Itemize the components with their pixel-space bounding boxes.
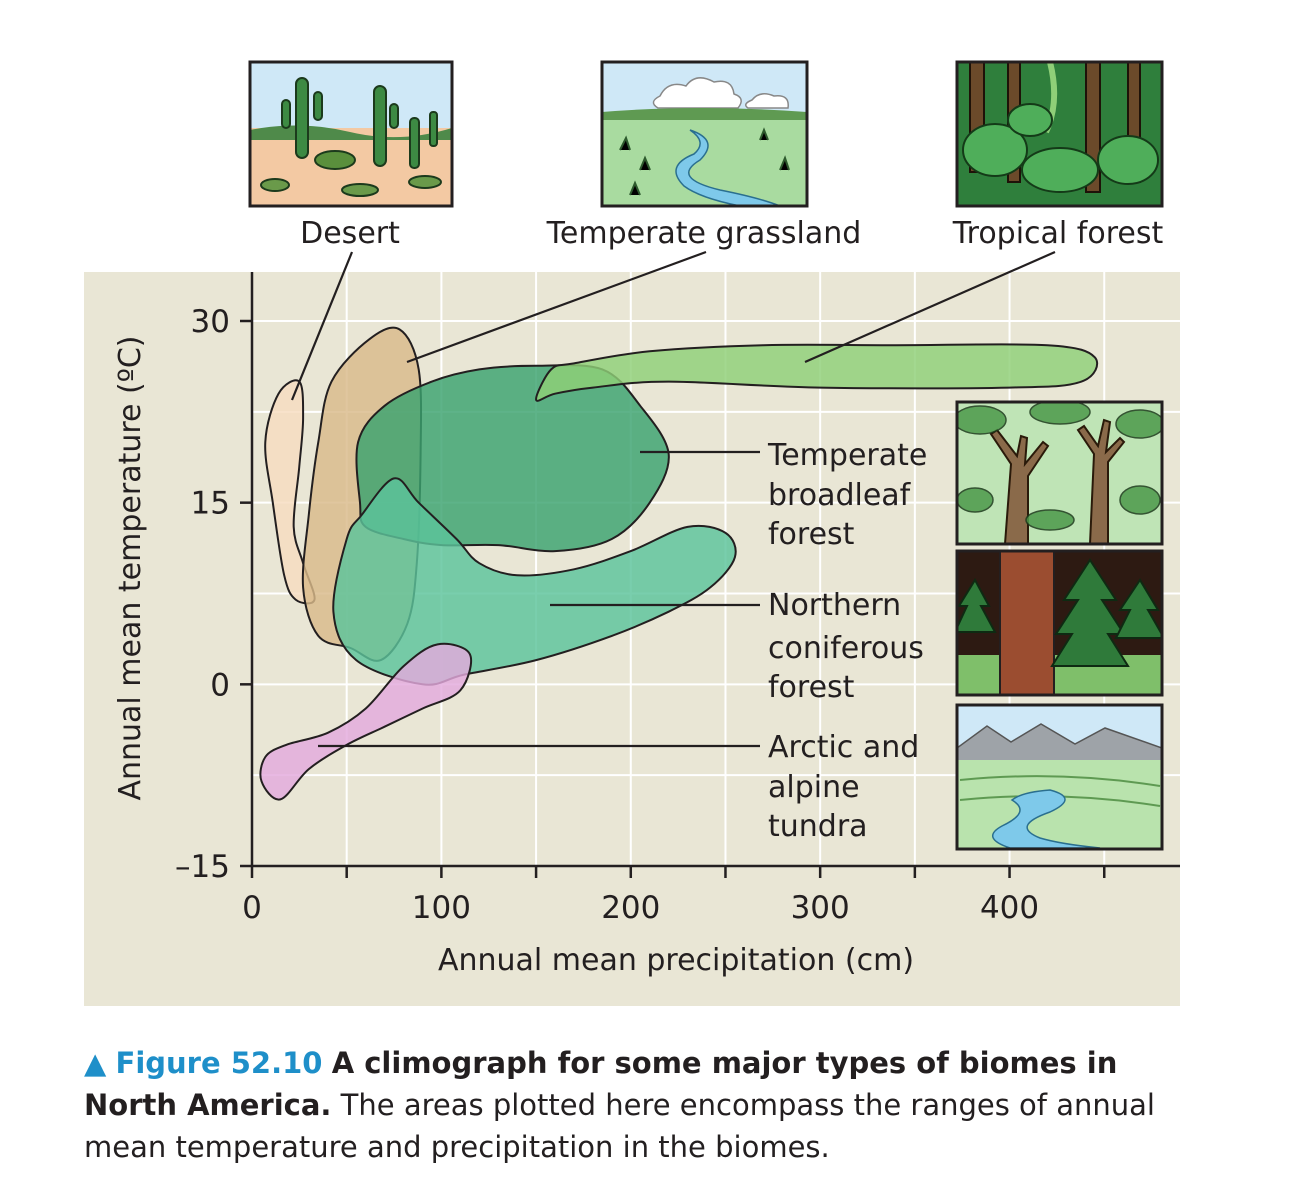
tundra-illustration <box>955 703 1164 851</box>
y-tick-label: 0 <box>210 667 230 703</box>
caption-marker: ▲ <box>84 1046 107 1080</box>
tick-labels: 0 100 200 300 400 –15 0 15 30 <box>175 304 1039 926</box>
grassland-illustration <box>600 60 809 208</box>
x-tick-label: 200 <box>601 890 660 926</box>
svg-text:forest: forest <box>768 670 855 705</box>
svg-text:broadleaf: broadleaf <box>768 478 912 513</box>
svg-text:tundra: tundra <box>768 809 868 844</box>
label-northern-coniferous-forest: Northern coniferous forest <box>768 588 924 705</box>
leader-lines <box>290 250 1056 748</box>
caption-title: A climograph for some major types of bio… <box>84 1046 1118 1122</box>
svg-text:Northern: Northern <box>768 588 901 623</box>
figure-caption: ▲ Figure 52.10 A climograph for some maj… <box>84 1042 1194 1168</box>
caption-body: The areas plotted here encompass the ran… <box>84 1088 1155 1164</box>
svg-text:forest: forest <box>768 517 855 552</box>
y-axis-title: Annual mean temperature (ºC) <box>113 335 148 800</box>
region-arctic-and-alpine-tundra <box>259 642 473 801</box>
svg-text:alpine: alpine <box>768 770 860 805</box>
biome-regions <box>259 326 1099 801</box>
svg-text:Arctic and: Arctic and <box>768 730 919 765</box>
leader-tropical <box>804 250 1056 364</box>
desert-illustration <box>248 60 454 208</box>
caption-figure-number: Figure 52.10 <box>115 1046 323 1080</box>
y-tick-label: –15 <box>175 849 230 885</box>
y-tick-label: 15 <box>191 486 230 522</box>
x-tick-label: 100 <box>412 890 471 926</box>
region-temperate-broadleaf-forest <box>355 364 670 553</box>
svg-text:coniferous: coniferous <box>768 631 924 666</box>
leader-desert <box>290 251 354 401</box>
label-arctic-alpine-tundra: Arctic and alpine tundra <box>768 730 919 844</box>
x-tick-label: 0 <box>242 890 262 926</box>
tropical-forest-illustration <box>955 60 1164 208</box>
label-tropical-forest: Tropical forest <box>952 216 1164 251</box>
label-desert: Desert <box>300 216 400 251</box>
axes <box>240 272 1180 878</box>
label-temperate-broadleaf-forest: Temperate broadleaf forest <box>767 438 927 552</box>
stream-icon <box>675 129 781 206</box>
coniferous-forest-illustration <box>955 549 1164 697</box>
x-tick-label: 300 <box>791 890 850 926</box>
y-tick-label: 30 <box>191 304 230 340</box>
label-temperate-grassland: Temperate grassland <box>546 216 862 251</box>
leader-grassland <box>406 250 707 364</box>
x-tick-label: 400 <box>980 890 1039 926</box>
region-northern-coniferous-forest <box>332 477 737 686</box>
broadleaf-forest-illustration <box>955 400 1164 546</box>
saguaro-cactus-icon <box>281 77 438 169</box>
svg-text:Temperate: Temperate <box>767 438 927 473</box>
region-tropical-forest <box>535 343 1099 402</box>
x-axis-title: Annual mean precipitation (cm) <box>438 943 914 978</box>
